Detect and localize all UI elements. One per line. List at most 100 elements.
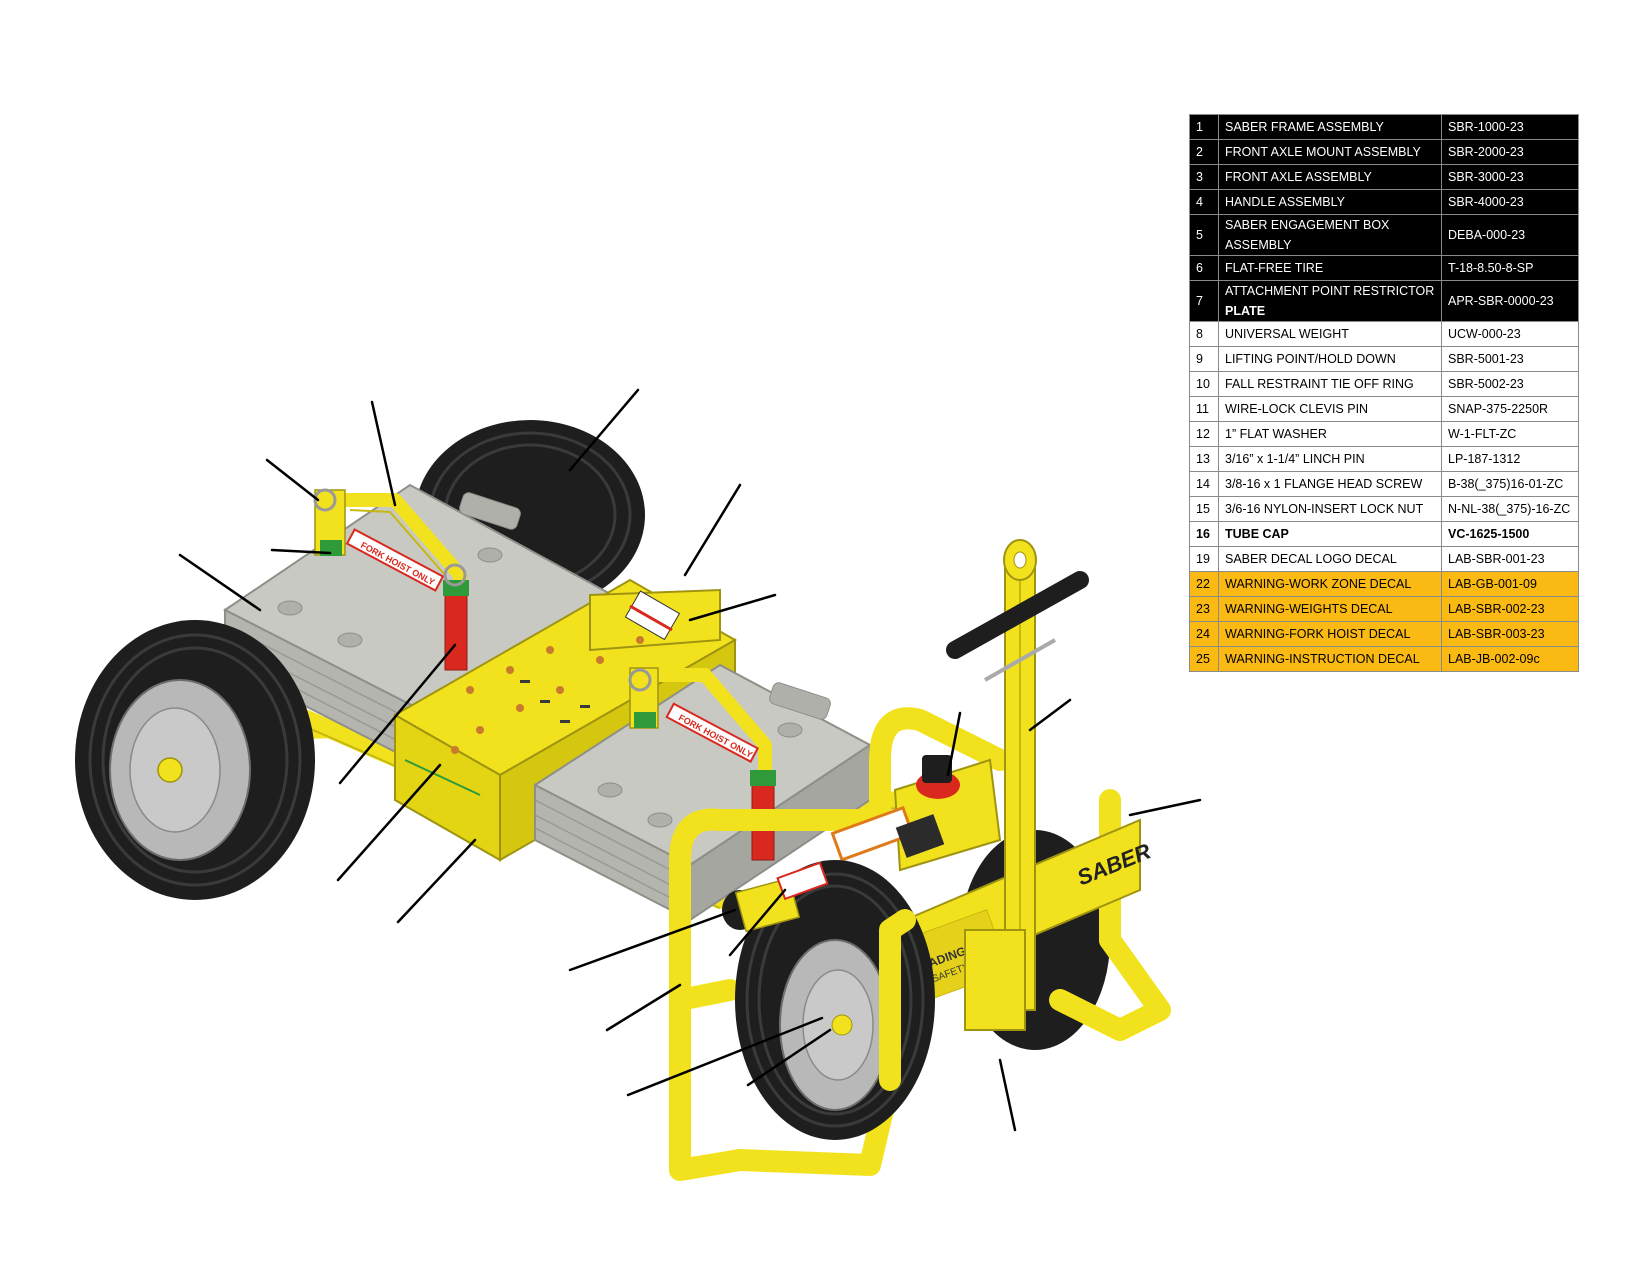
part-description-text: FLAT-FREE TIRE [1225, 261, 1324, 275]
part-number: 13 [1189, 446, 1219, 472]
part-description: WARNING-WEIGHTS DECAL [1218, 596, 1442, 622]
part-number: 25 [1189, 646, 1219, 672]
parts-row: 12 1” FLAT WASHER W-1-FLT-ZC [1189, 421, 1579, 447]
part-description-text: WARNING-WEIGHTS DECAL [1225, 602, 1393, 616]
part-code: SBR-3000-23 [1441, 164, 1579, 190]
part-code: SBR-5001-23 [1441, 346, 1579, 372]
part-code: LAB-SBR-003-23 [1441, 621, 1579, 647]
warning-work-zone-decal [830, 805, 915, 862]
part-description: 3/8-16 x 1 FLANGE HEAD SCREW [1218, 471, 1442, 497]
part-number: 9 [1189, 346, 1219, 372]
part-number: 22 [1189, 571, 1219, 597]
parts-row: 10 FALL RESTRAINT TIE OFF RING SBR-5002-23 [1189, 371, 1579, 397]
part-number: 6 [1189, 255, 1219, 281]
part-description-text: LIFTING POINT/HOLD DOWN [1225, 352, 1396, 366]
part-description-text: HANDLE ASSEMBLY [1225, 195, 1345, 209]
tie-off-pin-rear [444, 589, 468, 671]
part-number: 16 [1189, 521, 1219, 547]
fork-hoist-decal-rear [345, 528, 445, 592]
front-left-tire [75, 620, 315, 900]
part-number: 14 [1189, 471, 1219, 497]
part-code: LAB-SBR-002-23 [1441, 596, 1579, 622]
part-description: SABER ENGAGEMENT BOX ASSEMBLY [1218, 214, 1442, 256]
part-description: SABER FRAME ASSEMBLY [1218, 114, 1442, 140]
part-code: LAB-SBR-001-23 [1441, 546, 1579, 572]
part-description-text: ATTACHMENT POINT RESTRICTOR [1225, 284, 1435, 298]
part-code: W-1-FLT-ZC [1441, 421, 1579, 447]
part-description: UNIVERSAL WEIGHT [1218, 321, 1442, 347]
parts-row: 23 WARNING-WEIGHTS DECAL LAB-SBR-002-23 [1189, 596, 1579, 622]
part-description: WARNING-INSTRUCTION DECAL [1218, 646, 1442, 672]
lifting-point-front: FORK HOIST ONLY [628, 667, 776, 861]
attachment-point-restrictor [830, 755, 1002, 872]
handle-grip [946, 571, 1089, 659]
part-description: WARNING-WORK ZONE DECAL [1218, 571, 1442, 597]
part-number: 8 [1189, 321, 1219, 347]
part-description: FRONT AXLE ASSEMBLY [1218, 164, 1442, 190]
parts-row: 3 FRONT AXLE ASSEMBLY SBR-3000-23 [1189, 164, 1579, 190]
part-number: 4 [1189, 189, 1219, 215]
part-description-text: FALL RESTRAINT TIE OFF RING [1225, 377, 1414, 391]
parts-row: 4 HANDLE ASSEMBLY SBR-4000-23 [1189, 189, 1579, 215]
part-description: WIRE-LOCK CLEVIS PIN [1218, 396, 1442, 422]
part-description: HANDLE ASSEMBLY [1218, 189, 1442, 215]
part-number: 23 [1189, 596, 1219, 622]
part-description-text: FRONT AXLE ASSEMBLY [1225, 170, 1372, 184]
part-code: B-38(_375)16-01-ZC [1441, 471, 1579, 497]
part-code: VC-1625-1500 [1441, 521, 1579, 547]
part-description: WARNING-FORK HOIST DECAL [1218, 621, 1442, 647]
parts-row: 25 WARNING-INSTRUCTION DECAL LAB-JB-002-09… [1189, 646, 1579, 672]
part-description: LIFTING POINT/HOLD DOWN [1218, 346, 1442, 372]
fork-hoist-decal-front [665, 702, 760, 763]
part-description: ATTACHMENT POINT RESTRICTOR PLATE [1218, 280, 1442, 322]
part-description-text: WARNING-INSTRUCTION DECAL [1225, 652, 1420, 666]
part-number: 12 [1189, 421, 1219, 447]
parts-row: 11 WIRE-LOCK CLEVIS PIN SNAP-375-2250R [1189, 396, 1579, 422]
part-number: 15 [1189, 496, 1219, 522]
part-description: FLAT-FREE TIRE [1218, 255, 1442, 281]
part-code: LAB-JB-002-09c [1441, 646, 1579, 672]
part-description-text: UNIVERSAL WEIGHT [1225, 327, 1349, 341]
part-number: 5 [1189, 214, 1219, 256]
part-code: LP-187-1312 [1441, 446, 1579, 472]
part-description-text: SABER ENGAGEMENT BOX ASSEMBLY [1225, 218, 1390, 252]
part-code: SNAP-375-2250R [1441, 396, 1579, 422]
part-description-text: WARNING-WORK ZONE DECAL [1225, 577, 1412, 591]
part-description-text: SABER FRAME ASSEMBLY [1225, 120, 1384, 134]
part-number: 3 [1189, 164, 1219, 190]
part-number: 10 [1189, 371, 1219, 397]
part-code: SBR-2000-23 [1441, 139, 1579, 165]
part-description-text: 3/6-16 NYLON-INSERT LOCK NUT [1225, 502, 1424, 516]
part-description-text: 3/16” x 1-1/4” LINCH PIN [1225, 452, 1365, 466]
part-description-text: WIRE-LOCK CLEVIS PIN [1225, 402, 1369, 416]
front-axle-mount [669, 707, 1171, 1176]
part-description-text: 1” FLAT WASHER [1225, 427, 1327, 441]
part-code: UCW-000-23 [1441, 321, 1579, 347]
part-code: SBR-1000-23 [1441, 114, 1579, 140]
part-code: T-18-8.50-8-SP [1441, 255, 1579, 281]
leader-lines [178, 388, 1202, 1132]
part-code: N-NL-38(_375)-16-ZC [1441, 496, 1579, 522]
part-number: 19 [1189, 546, 1219, 572]
part-code: DEBA-000-23 [1441, 214, 1579, 256]
part-description-bold: PLATE [1225, 304, 1266, 318]
part-description: SABER DECAL LOGO DECAL [1218, 546, 1442, 572]
part-code: SBR-4000-23 [1441, 189, 1579, 215]
part-code: SBR-5002-23 [1441, 371, 1579, 397]
part-number: 11 [1189, 396, 1219, 422]
part-description-text: FRONT AXLE MOUNT ASSEMBLY [1225, 145, 1421, 159]
handle-assembly [946, 539, 1089, 1031]
part-description: FRONT AXLE MOUNT ASSEMBLY [1218, 139, 1442, 165]
parts-row: 15 3/6-16 NYLON-INSERT LOCK NUT N-NL-38(_3… [1189, 496, 1579, 522]
part-number: 2 [1189, 139, 1219, 165]
part-description: FALL RESTRAINT TIE OFF RING [1218, 371, 1442, 397]
part-number: 24 [1189, 621, 1219, 647]
